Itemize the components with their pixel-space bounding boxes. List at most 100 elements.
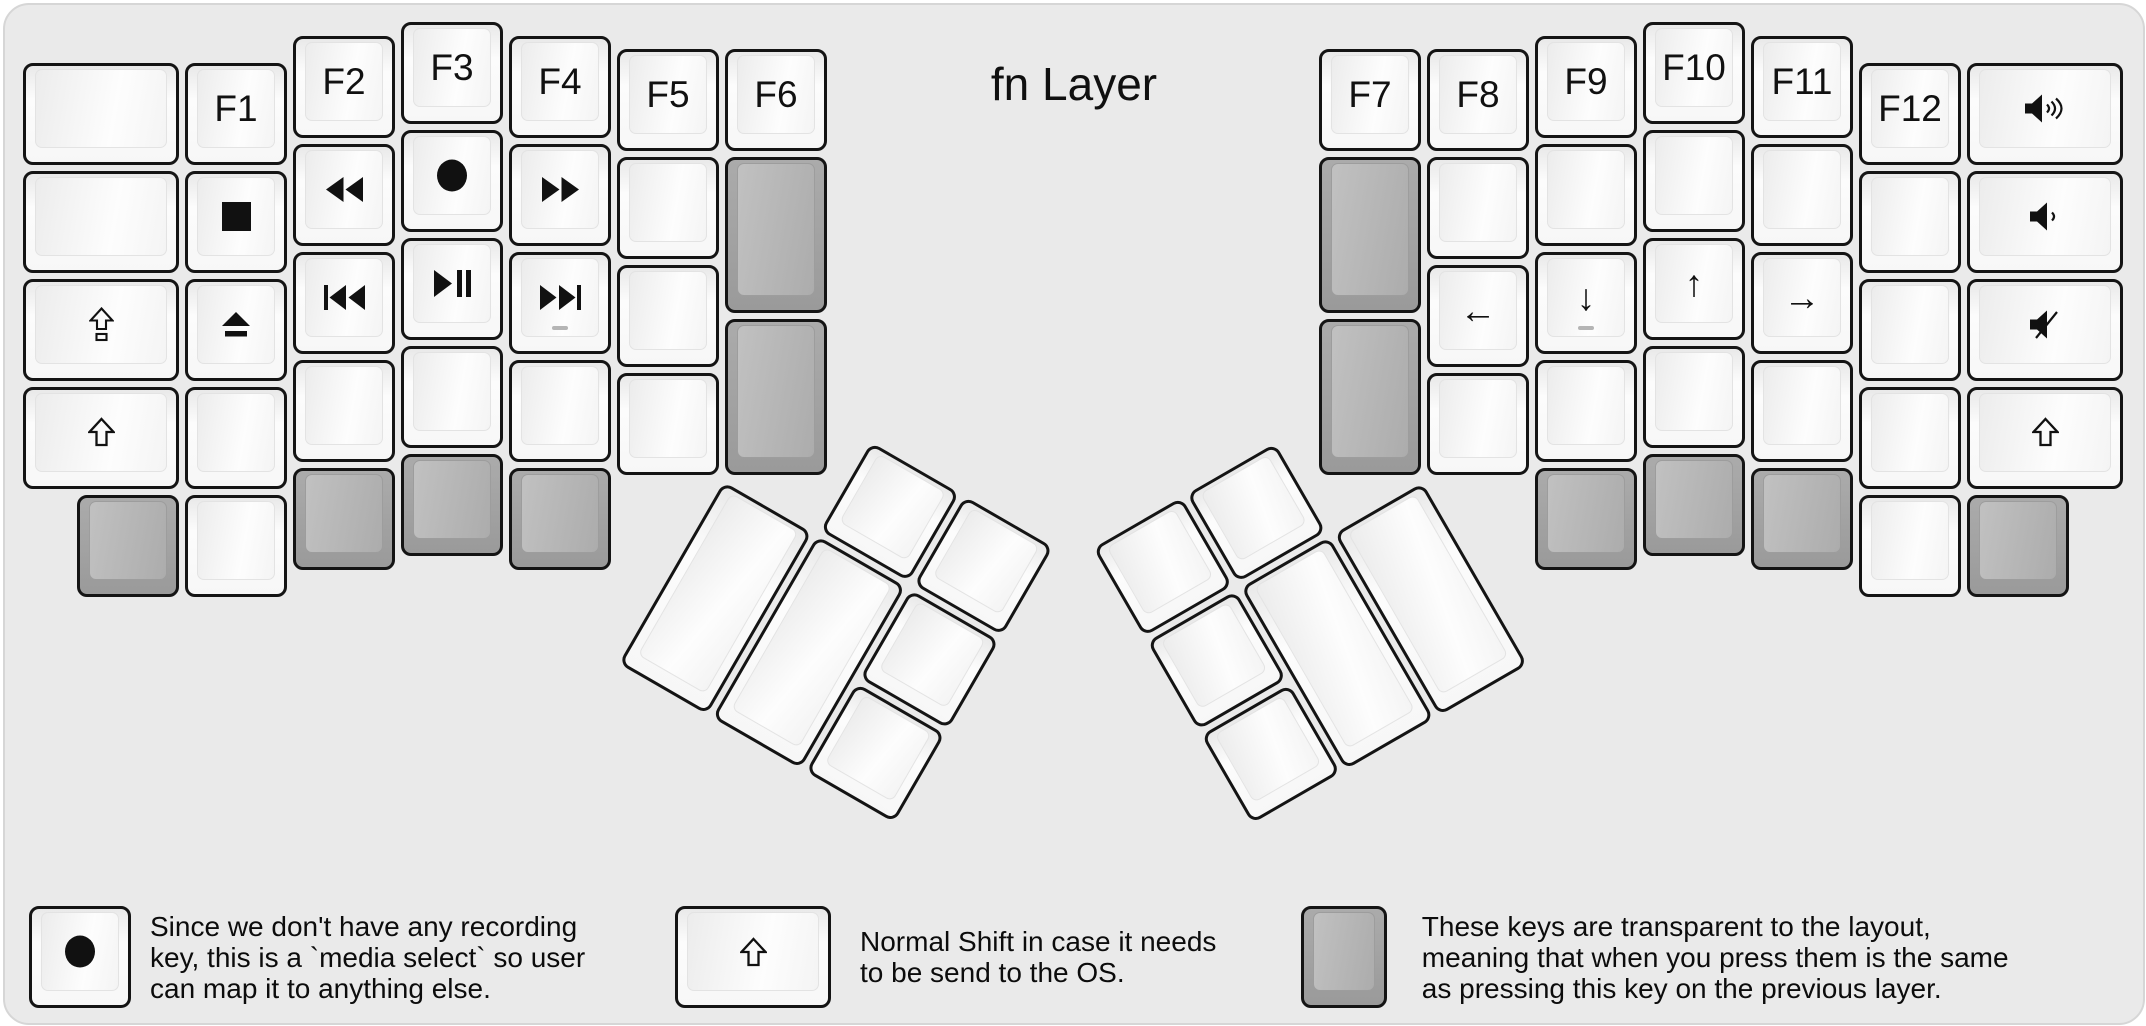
key-prev-track[interactable] — [293, 251, 395, 354]
key-blank[interactable] — [1427, 373, 1529, 475]
keycap-top — [521, 365, 599, 445]
keycap-top — [1979, 176, 2111, 256]
volume-up-icon — [2024, 93, 2066, 124]
key-fast-forward[interactable] — [509, 143, 611, 246]
key-↓[interactable]: ↓ — [1535, 251, 1637, 354]
key-blank[interactable] — [1751, 143, 1853, 246]
keycap-top — [413, 460, 491, 539]
key-transparent[interactable] — [77, 494, 179, 597]
key-f8[interactable]: F8 — [1427, 49, 1529, 151]
key-→[interactable]: → — [1751, 251, 1853, 354]
keycap-top — [197, 176, 275, 256]
keycap-top — [413, 136, 491, 215]
key-blank[interactable] — [617, 157, 719, 259]
key-blank[interactable] — [1427, 157, 1529, 259]
note-key-record — [27, 904, 135, 1010]
key-record[interactable] — [401, 130, 503, 232]
key-blank[interactable] — [617, 265, 719, 367]
key-f11[interactable]: F11 — [1751, 35, 1853, 138]
key-f10[interactable]: F10 — [1643, 22, 1745, 124]
key-f9[interactable]: F9 — [1535, 35, 1637, 138]
key-legend: F1 — [214, 87, 258, 129]
key-mute[interactable] — [1967, 278, 2123, 381]
mute-icon — [2024, 309, 2066, 340]
keycap-top — [521, 473, 599, 553]
key-transparent[interactable] — [1967, 494, 2069, 597]
key-transparent[interactable] — [1751, 467, 1853, 570]
key-blank[interactable] — [1859, 170, 1961, 273]
key-play-pause[interactable] — [401, 238, 503, 340]
keycap-top — [305, 473, 383, 553]
key-legend: F10 — [1662, 47, 1726, 88]
keycap-top — [305, 149, 383, 229]
key-rewind[interactable] — [293, 143, 395, 246]
key-transparent[interactable] — [401, 454, 503, 556]
key-blank[interactable] — [1859, 386, 1961, 489]
key-blank[interactable] — [185, 386, 287, 489]
keycap-top — [89, 500, 167, 580]
key-blank[interactable] — [23, 170, 179, 273]
keycap-top — [35, 284, 167, 364]
key-legend: ← — [1459, 290, 1497, 331]
key-blank[interactable] — [1643, 346, 1745, 448]
key-transparent — [1301, 906, 1387, 1008]
key-blank[interactable] — [1859, 278, 1961, 381]
key-blank[interactable] — [617, 373, 719, 475]
key-blank[interactable] — [1859, 494, 1961, 597]
keycap-top — [1979, 284, 2111, 364]
key-legend: ↓ — [1576, 276, 1596, 318]
key-transparent[interactable] — [1643, 454, 1745, 556]
key-shift-lock[interactable] — [23, 278, 179, 381]
key-blank[interactable] — [185, 494, 287, 597]
key-legend: ↑ — [1684, 263, 1704, 304]
key-transparent[interactable] — [1319, 157, 1421, 313]
key-transparent[interactable] — [1535, 467, 1637, 570]
key-←[interactable]: ← — [1427, 265, 1529, 367]
key-legend: F11 — [1771, 60, 1833, 102]
keycap-top — [687, 912, 819, 991]
keycap-top — [1871, 284, 1949, 364]
prev-track-icon — [323, 284, 365, 310]
key-f12[interactable]: F12 — [1859, 62, 1961, 165]
key-stop[interactable] — [185, 170, 287, 273]
key-shift[interactable] — [1967, 386, 2123, 489]
keycap-top — [1763, 365, 1841, 445]
key-f3[interactable]: F3 — [401, 22, 503, 124]
keycap-top — [1655, 460, 1733, 539]
keycap-top: F4 — [521, 41, 599, 121]
note-transparent-keys: These keys are transparent to the layout… — [1299, 904, 2009, 1010]
key-f1[interactable]: F1 — [185, 62, 287, 165]
key-f5[interactable]: F5 — [617, 49, 719, 151]
keycap-top — [1160, 601, 1268, 710]
key-f6[interactable]: F6 — [725, 49, 827, 151]
key-next-track[interactable] — [509, 251, 611, 354]
key-f4[interactable]: F4 — [509, 35, 611, 138]
key-blank[interactable] — [1535, 359, 1637, 462]
keycap-top — [197, 284, 275, 364]
key-transparent[interactable] — [1319, 319, 1421, 475]
key-blank[interactable] — [509, 359, 611, 462]
key-↑[interactable]: ↑ — [1643, 238, 1745, 340]
key-volume-up[interactable] — [1967, 62, 2123, 165]
key-blank[interactable] — [1751, 359, 1853, 462]
key-transparent[interactable] — [725, 157, 827, 313]
key-shift[interactable] — [23, 386, 179, 489]
key-f7[interactable]: F7 — [1319, 49, 1421, 151]
key-f2[interactable]: F2 — [293, 35, 395, 138]
key-blank[interactable] — [293, 359, 395, 462]
keycap-top — [35, 68, 167, 148]
key-eject[interactable] — [185, 278, 287, 381]
key-blank[interactable] — [401, 346, 503, 448]
key-blank[interactable] — [23, 62, 179, 165]
keycap-top — [197, 392, 275, 472]
key-transparent[interactable] — [293, 467, 395, 570]
key-transparent[interactable] — [509, 467, 611, 570]
keycap-top — [1763, 473, 1841, 553]
key-transparent[interactable] — [725, 319, 827, 475]
keycap-top: F1 — [197, 68, 275, 148]
key-blank[interactable] — [1643, 130, 1745, 232]
key-blank[interactable] — [1535, 143, 1637, 246]
key-volume-down[interactable] — [1967, 170, 2123, 273]
